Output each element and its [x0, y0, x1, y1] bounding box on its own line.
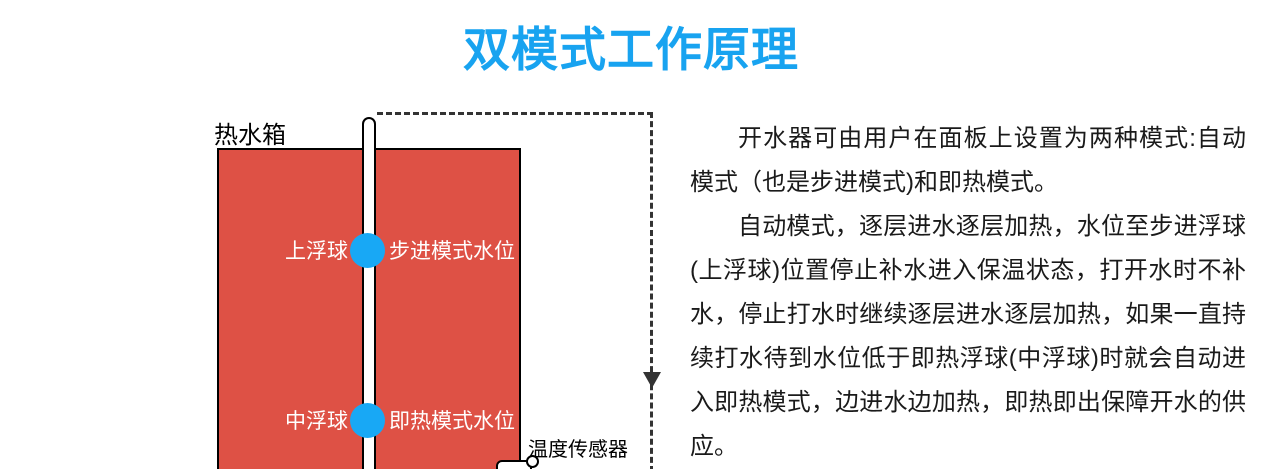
upper-float-ball-icon: [350, 233, 385, 268]
overflow-tube: [362, 117, 376, 469]
flow-dashed-path: [377, 112, 653, 469]
upper-float-label: 上浮球: [285, 240, 348, 263]
tank-label: 热水箱: [214, 122, 286, 149]
instant-mode-level-label: 即热模式水位: [389, 410, 515, 433]
temp-sensor-knob-icon: [526, 455, 539, 468]
middle-float-ball-icon: [350, 403, 385, 438]
temp-sensor-label: 温度传感器: [528, 439, 628, 461]
middle-float-label: 中浮球: [285, 410, 348, 433]
stepping-mode-level-label: 步进模式水位: [389, 240, 515, 263]
page-title: 双模式工作原理: [463, 23, 799, 76]
description-panel: 开水器可由用户在面板上设置为两种模式:自动模式（也是步进模式)和即热模式。 自动…: [690, 117, 1246, 469]
description-paragraph-2: 自动模式，逐层进水逐层加热，水位至步进浮球(上浮球)位置停止补水进入保温状态，打…: [690, 213, 1246, 460]
flow-arrow-icon: [643, 372, 661, 388]
description-paragraph-1: 开水器可由用户在面板上设置为两种模式:自动模式（也是步进模式)和即热模式。: [690, 125, 1246, 196]
